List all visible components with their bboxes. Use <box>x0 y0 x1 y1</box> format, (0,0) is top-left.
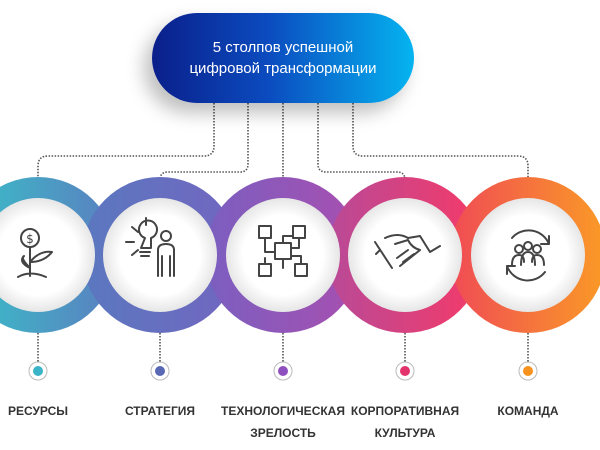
bullet-strategy <box>155 366 165 376</box>
label-line: КОМАНДА <box>497 404 559 418</box>
bullet-resources <box>33 366 43 376</box>
label-line: СТРАТЕГИЯ <box>124 404 196 418</box>
network-chip-icon <box>258 225 308 277</box>
bullet-culture <box>400 366 410 376</box>
handshake-icon <box>374 234 441 269</box>
bullet-team <box>523 366 533 376</box>
connector-lines <box>37 103 529 362</box>
bullet-markers <box>28 361 538 381</box>
title-line-1: 5 столпов успешной <box>212 39 354 56</box>
idea-person-icon <box>125 217 175 277</box>
pillar-label-culture: КОРПОРАТИВНАЯ КУЛЬТУРА <box>340 400 470 444</box>
label-line-2: КУЛЬТУРА <box>374 426 436 440</box>
title-line-2: цифровой трансформации <box>189 60 377 77</box>
pillar-rings <box>0 177 600 333</box>
label-line: КОРПОРАТИВНАЯ <box>350 404 460 418</box>
svg-text:$: $ <box>26 232 34 246</box>
label-line: ТЕХНОЛОГИЧЕСКАЯ <box>221 404 345 418</box>
pillar-label-technology: ТЕХНОЛОГИЧЕСКАЯ ЗРЕЛОСТЬ <box>218 400 348 444</box>
pillar-label-strategy: СТРАТЕГИЯ <box>95 400 225 422</box>
money-plant-icon: $ <box>17 228 53 278</box>
pillar-label-team: КОМАНДА <box>463 400 593 422</box>
team-cycle-icon <box>506 229 550 282</box>
title-pill: 5 столпов успешной цифровой трансформаци… <box>152 13 414 103</box>
bullet-technology <box>278 366 288 376</box>
pillar-label-resources: РЕСУРСЫ <box>0 400 103 422</box>
label-line-2: ЗРЕЛОСТЬ <box>250 426 316 440</box>
label-line: РЕСУРСЫ <box>7 404 69 418</box>
